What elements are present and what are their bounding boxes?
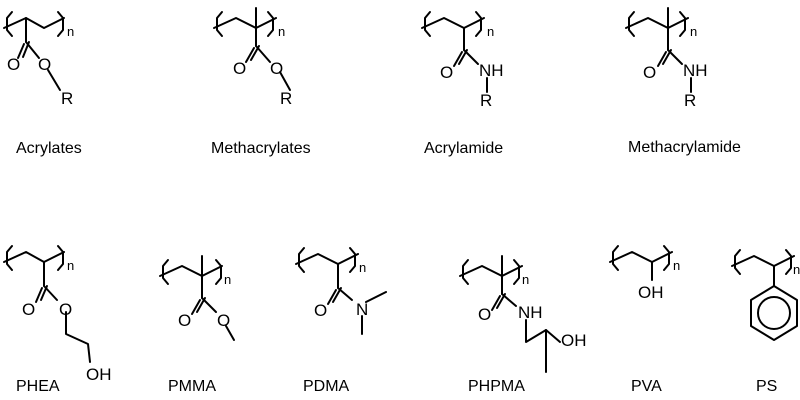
carbonyl-oxygen: O (233, 59, 246, 78)
repeat-subscript: n (67, 258, 74, 273)
r-group: R (61, 89, 73, 108)
caption-acrylamide: Acrylamide (424, 140, 503, 157)
carbonyl-oxygen: O (643, 63, 656, 82)
structure-pva: n OH PVA (609, 245, 680, 395)
caption-methacrylamide: Methacrylamide (628, 139, 741, 156)
hydroxyl-oh: OH (561, 331, 587, 350)
caption-phea: PHEA (16, 378, 60, 395)
caption-pmma: PMMA (168, 378, 216, 395)
repeat-subscript: n (487, 24, 494, 39)
repeat-subscript: n (278, 24, 285, 39)
structure-phea: n O O OH PHEA (3, 245, 112, 395)
phenyl-ring (750, 285, 798, 341)
r-group: R (280, 89, 292, 108)
carbonyl-oxygen: O (7, 55, 20, 74)
repeat-subscript: n (359, 260, 366, 275)
ester-oxygen: O (38, 55, 51, 74)
structure-pdma: n O N PDMA (295, 247, 387, 395)
aromatic-circle (757, 296, 791, 330)
carbonyl-oxygen: O (478, 305, 491, 324)
structure-phpma: n O NH OH PHPMA (459, 255, 587, 395)
amide-nh: NH (518, 303, 543, 322)
r-group: R (480, 91, 492, 110)
r-group: R (684, 91, 696, 110)
structure-methacrylates: n O O R Methacrylates (211, 7, 311, 157)
amide-nitrogen: N (356, 300, 368, 319)
carbonyl-oxygen: O (440, 63, 453, 82)
repeat-subscript: n (793, 262, 800, 277)
amide-nh: NH (683, 61, 708, 80)
amide-nh: NH (479, 61, 504, 80)
ester-oxygen: O (59, 300, 72, 319)
caption-methacrylates: Methacrylates (211, 140, 311, 157)
repeat-subscript: n (224, 272, 231, 287)
repeat-subscript: n (690, 24, 697, 39)
repeat-subscript: n (673, 258, 680, 273)
repeat-subscript: n (522, 272, 529, 287)
caption-pva: PVA (631, 378, 662, 395)
ester-oxygen: O (217, 311, 230, 330)
structure-acrylamide: n O NH R Acrylamide (421, 11, 504, 157)
carbonyl-oxygen: O (314, 301, 327, 320)
caption-pdma: PDMA (303, 378, 350, 395)
structure-pmma: n O O PMMA (159, 255, 235, 395)
hydroxyl-oh: OH (86, 365, 112, 384)
carbonyl-oxygen: O (22, 300, 35, 319)
structure-acrylates: n O O R Acrylates (3, 11, 82, 157)
ester-oxygen: O (270, 59, 283, 78)
caption-ps: PS (756, 378, 777, 395)
structure-methacrylamide: n O NH R Methacrylamide (625, 7, 741, 156)
carbonyl-oxygen: O (178, 311, 191, 330)
hydroxyl-oh: OH (638, 283, 664, 302)
repeat-subscript: n (67, 24, 74, 39)
structure-ps: n PS (731, 249, 800, 395)
caption-phpma: PHPMA (468, 378, 525, 395)
caption-acrylates: Acrylates (16, 140, 82, 157)
